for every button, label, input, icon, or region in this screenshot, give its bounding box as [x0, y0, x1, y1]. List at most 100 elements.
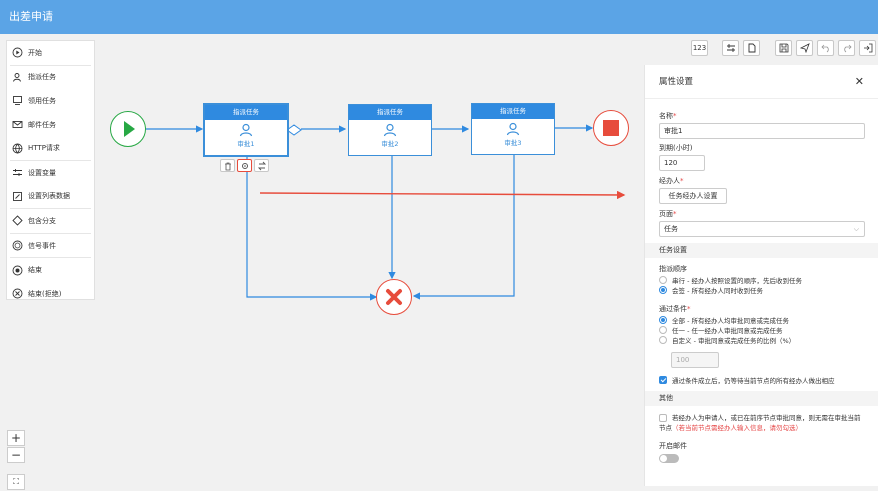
- cond-any-label: 任一 - 任一经办人审批同意或完成任务: [672, 327, 783, 335]
- assignee-label: 经办人: [659, 177, 680, 185]
- send-icon[interactable]: [796, 40, 813, 56]
- timeout-label: 到期(小时): [659, 144, 693, 152]
- cond-all-label: 全部 - 所有经办人均审批同意或完成任务: [672, 317, 789, 325]
- variable-icon: [12, 167, 23, 178]
- exit-icon[interactable]: [859, 40, 876, 56]
- palette-item-play-circle[interactable]: 开始: [7, 41, 94, 65]
- order-parallel-radio[interactable]: 会签 - 所有经办人同时收到任务: [645, 285, 878, 295]
- wait-label: 通过条件成立后，仍等待当前节点的所有经办人做出相应: [672, 377, 835, 385]
- assignee-settings-button[interactable]: 任务经办人设置: [659, 188, 727, 204]
- skip-note: （若当前节点需经办人输入信息，请勿勾选）: [672, 424, 802, 432]
- window-title: 出差申请: [0, 0, 878, 34]
- chevron-down-icon: ⌵: [853, 225, 859, 233]
- palette-item-label: 结束: [28, 266, 42, 275]
- redo-icon[interactable]: [838, 40, 855, 56]
- node-label: 审批1: [237, 140, 255, 148]
- palette-item-label: 设置列表数据: [28, 192, 70, 201]
- delete-icon[interactable]: [220, 159, 235, 172]
- close-x-icon: [385, 288, 402, 305]
- palette-divider: [10, 208, 91, 210]
- play-icon: [123, 120, 135, 137]
- palette-item-label: 领用任务: [28, 96, 56, 105]
- node-header: 指派任务: [472, 104, 554, 119]
- fit-screen-icon[interactable]: ⛶: [7, 474, 25, 490]
- user-icon: [383, 123, 397, 137]
- palette-divider: [10, 159, 91, 161]
- palette-item-label: 结束(拒绝): [28, 289, 62, 298]
- palette-item-user-assign[interactable]: 指派任务: [7, 66, 94, 90]
- page-label: 页面: [659, 210, 673, 218]
- mail-icon: [12, 119, 23, 130]
- palette-item-signal[interactable]: 信号事件: [7, 234, 94, 258]
- name-input[interactable]: 审批1: [659, 123, 865, 139]
- node-header: 指派任务: [205, 105, 287, 120]
- order-serial-label: 串行 - 经办人按照设置的顺序，先后收到任务: [672, 277, 802, 285]
- user-icon: [239, 123, 253, 137]
- start-event[interactable]: [110, 111, 146, 147]
- order-parallel-label: 会签 - 所有经办人同时收到任务: [672, 287, 763, 295]
- palette-item-end-circle[interactable]: 结束: [7, 258, 94, 282]
- properties-panel: 属性设置 ✕ 名称* 审批1 到期(小时) 120 经办人* 任务经办人设置 页…: [644, 65, 878, 486]
- palette-item-user-card[interactable]: 领用任务: [7, 89, 94, 113]
- zoom-out-button[interactable]: −: [7, 447, 25, 463]
- diamond-icon: [12, 215, 23, 227]
- user-card-icon: [12, 95, 23, 106]
- toolbar-mid: [722, 40, 760, 56]
- end-circle-icon: [12, 265, 23, 276]
- settings-gear-icon[interactable]: [237, 159, 252, 172]
- cond-custom-radio[interactable]: 自定义 - 审批同意或完成任务的比例（%）: [645, 335, 878, 345]
- zoom-in-button[interactable]: +: [7, 430, 25, 446]
- play-circle-icon: [12, 47, 23, 58]
- flow-connections: [146, 124, 626, 301]
- document-icon[interactable]: [743, 40, 760, 56]
- signal-icon: [12, 240, 23, 251]
- node-toolbar: [220, 159, 269, 172]
- close-icon[interactable]: ✕: [854, 75, 864, 88]
- align-icon[interactable]: [722, 40, 739, 56]
- reject-end-event[interactable]: [376, 279, 412, 315]
- toolbar-left: 123: [691, 40, 708, 56]
- palette-item-diamond[interactable]: 包含分支: [7, 209, 94, 233]
- node-header: 指派任务: [349, 105, 431, 120]
- palette-item-variable[interactable]: 设置变量: [7, 161, 94, 185]
- task-settings-section: 任务设置: [645, 243, 878, 258]
- swap-icon[interactable]: [254, 159, 269, 172]
- palette-divider: [10, 232, 91, 234]
- mail-toggle[interactable]: [659, 454, 679, 463]
- palette-item-globe[interactable]: HTTP请求: [7, 136, 94, 160]
- palette-divider: [10, 257, 91, 259]
- task-node-approve2[interactable]: 指派任务 审批2: [348, 104, 432, 156]
- timeout-input[interactable]: 120: [659, 155, 705, 171]
- skip-checkbox[interactable]: [659, 414, 667, 422]
- page-select-value: 任务: [664, 225, 678, 233]
- undo-icon[interactable]: [817, 40, 834, 56]
- node-label: 审批3: [504, 139, 522, 147]
- percent-input[interactable]: 100: [671, 352, 719, 368]
- palette-item-label: 邮件任务: [28, 120, 56, 129]
- wait-checkbox[interactable]: [659, 376, 667, 384]
- task-node-approve1[interactable]: 指派任务 审批1: [203, 103, 289, 157]
- palette-item-label: 设置变量: [28, 168, 56, 177]
- wait-checkbox-row[interactable]: 通过条件成立后，仍等待当前节点的所有经办人做出相应: [645, 375, 878, 385]
- reject-circle-icon: [12, 288, 23, 299]
- skip-checkbox-row[interactable]: 若经办人为申请人，或已在前序节点审批同意，则无需在审批当前节点（若当前节点需经办…: [645, 413, 865, 433]
- grid-number-button[interactable]: 123: [691, 40, 708, 56]
- palette-item-label: 指派任务: [28, 73, 56, 82]
- globe-icon: [12, 143, 23, 154]
- palette-item-edit-list[interactable]: 设置列表数据: [7, 185, 94, 209]
- end-event[interactable]: [593, 110, 629, 146]
- save-icon[interactable]: [775, 40, 792, 56]
- user-assign-icon: [12, 72, 23, 83]
- user-icon: [506, 122, 520, 136]
- page-select[interactable]: 任务 ⌵: [659, 221, 865, 237]
- palette-item-reject-circle[interactable]: 结束(拒绝): [7, 282, 94, 306]
- node-label: 审批2: [381, 140, 399, 148]
- mail-label: 开启邮件: [659, 442, 687, 450]
- palette-item-label: 开始: [28, 48, 42, 57]
- task-node-approve3[interactable]: 指派任务 审批3: [471, 103, 555, 155]
- order-serial-radio[interactable]: 串行 - 经办人按照设置的顺序，先后收到任务: [645, 275, 878, 285]
- cond-all-radio[interactable]: 全部 - 所有经办人均审批同意或完成任务: [645, 315, 878, 325]
- palette-item-mail[interactable]: 邮件任务: [7, 113, 94, 137]
- cond-any-radio[interactable]: 任一 - 任一经办人审批同意或完成任务: [645, 325, 878, 335]
- palette-item-label: HTTP请求: [28, 144, 60, 153]
